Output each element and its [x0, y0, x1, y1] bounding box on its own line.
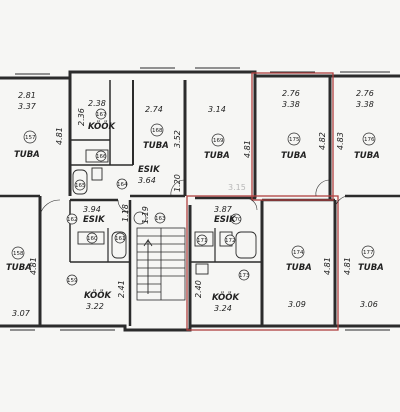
room177-id: 177 [363, 250, 374, 256]
toilet-1 [91, 167, 103, 181]
room168-side: 3.52 [173, 130, 182, 148]
hall164-dim: 3.64 [138, 176, 156, 185]
hall164-side: 1.20 [173, 174, 182, 192]
kitchen1-wc: 166 [96, 154, 107, 160]
room175-name: TUBA [281, 151, 307, 161]
room176-dim2: 3.38 [356, 100, 374, 109]
entrance162-dim: 3.94 [83, 205, 101, 214]
room168-name: TUBA [143, 141, 169, 151]
bathtub-3 [235, 231, 257, 259]
room176-name: TUBA [354, 151, 380, 161]
room171-id: 171 [197, 238, 208, 244]
room169-id: 169 [213, 138, 224, 144]
room1-id: 157 [25, 135, 36, 141]
kitchen1-dim: 2.38 [88, 99, 106, 108]
room174-dim: 3.09 [288, 300, 306, 309]
outer-wall-top [0, 70, 400, 80]
entrance170-dim: 3.87 [214, 205, 233, 214]
hall164-id: 164 [117, 182, 128, 188]
kitchen1-bath: 165 [75, 183, 86, 189]
kitchen1-side: 2.36 [77, 108, 86, 126]
entrance170-id: 170 [231, 217, 242, 223]
room174-id: 174 [293, 250, 304, 256]
room177-side: 4.81 [343, 257, 352, 275]
room168-dim: 2.74 [145, 105, 163, 114]
room176-id: 176 [364, 137, 375, 143]
kitchen159-name: KÖÖK [84, 290, 112, 301]
room177-name: TUBA [358, 263, 384, 273]
room174-side: 4.81 [323, 257, 332, 275]
bathtub-1 [72, 169, 88, 195]
pencil-mark: 3.15 [228, 183, 246, 192]
room175-side: 4.82 [318, 132, 327, 150]
mid-wall-left [0, 194, 185, 202]
room175-dim: 2.76 [282, 89, 300, 98]
room158-name: TUBA [6, 263, 32, 273]
room160-id: 160 [87, 236, 98, 242]
bathtub-2 [111, 231, 127, 259]
stove-3 [194, 231, 214, 247]
room158-dim: 3.07 [12, 309, 31, 318]
room175-dim2: 3.38 [282, 100, 300, 109]
room1-dim2: 3.37 [18, 102, 37, 111]
kitchen1-id: 167 [96, 112, 107, 118]
highlight-room-top [251, 72, 334, 201]
entrance162-side: 1.18 [121, 204, 130, 222]
room1-dim: 2.81 [18, 91, 36, 100]
outer-wall-bottom [0, 324, 400, 332]
room169-side: 4.81 [243, 140, 252, 158]
room172-id: 172 [225, 238, 236, 244]
room174-name: TUBA [286, 263, 312, 273]
kitchen159-side: 2.41 [117, 280, 126, 298]
room176-side: 4.83 [336, 132, 345, 150]
room161-id: 161 [115, 236, 126, 242]
room158-id: 158 [13, 251, 24, 257]
room175-id: 175 [289, 137, 300, 143]
room177-dim: 3.06 [360, 300, 378, 309]
stair-side: 1.19 [141, 206, 150, 224]
sink-3 [195, 263, 209, 275]
room169-dim: 3.14 [208, 105, 226, 114]
kitchen173-id: 173 [239, 273, 250, 279]
room168-id: 168 [152, 128, 163, 134]
highlight-apartment-bottom [186, 195, 339, 331]
room1-name: TUBA [14, 150, 40, 160]
stair-id: 163 [155, 216, 166, 222]
kitchen159-dim: 3.22 [86, 302, 104, 311]
kitchen1-name: KÖÖK [88, 121, 116, 132]
kitchen159-id: 159 [67, 278, 78, 284]
stove-2 [77, 231, 105, 245]
room176-dim: 2.76 [356, 89, 374, 98]
kitchen173-dim: 3.24 [214, 304, 232, 313]
entrance162-id: 162 [67, 217, 78, 223]
stove-1 [85, 149, 109, 163]
kitchen173-name: KÖÖK [212, 292, 240, 303]
hall164-name: ESIK [138, 165, 161, 175]
kitchen173-side: 2.40 [194, 280, 203, 298]
staircase [136, 227, 186, 301]
left-side-bottom: 4.81 [29, 257, 38, 275]
room1-side: 4.81 [55, 127, 64, 145]
entrance162-name: ESIK [83, 215, 106, 225]
entrance170-name: ESIK [214, 215, 237, 225]
room169-name: TUBA [204, 151, 230, 161]
